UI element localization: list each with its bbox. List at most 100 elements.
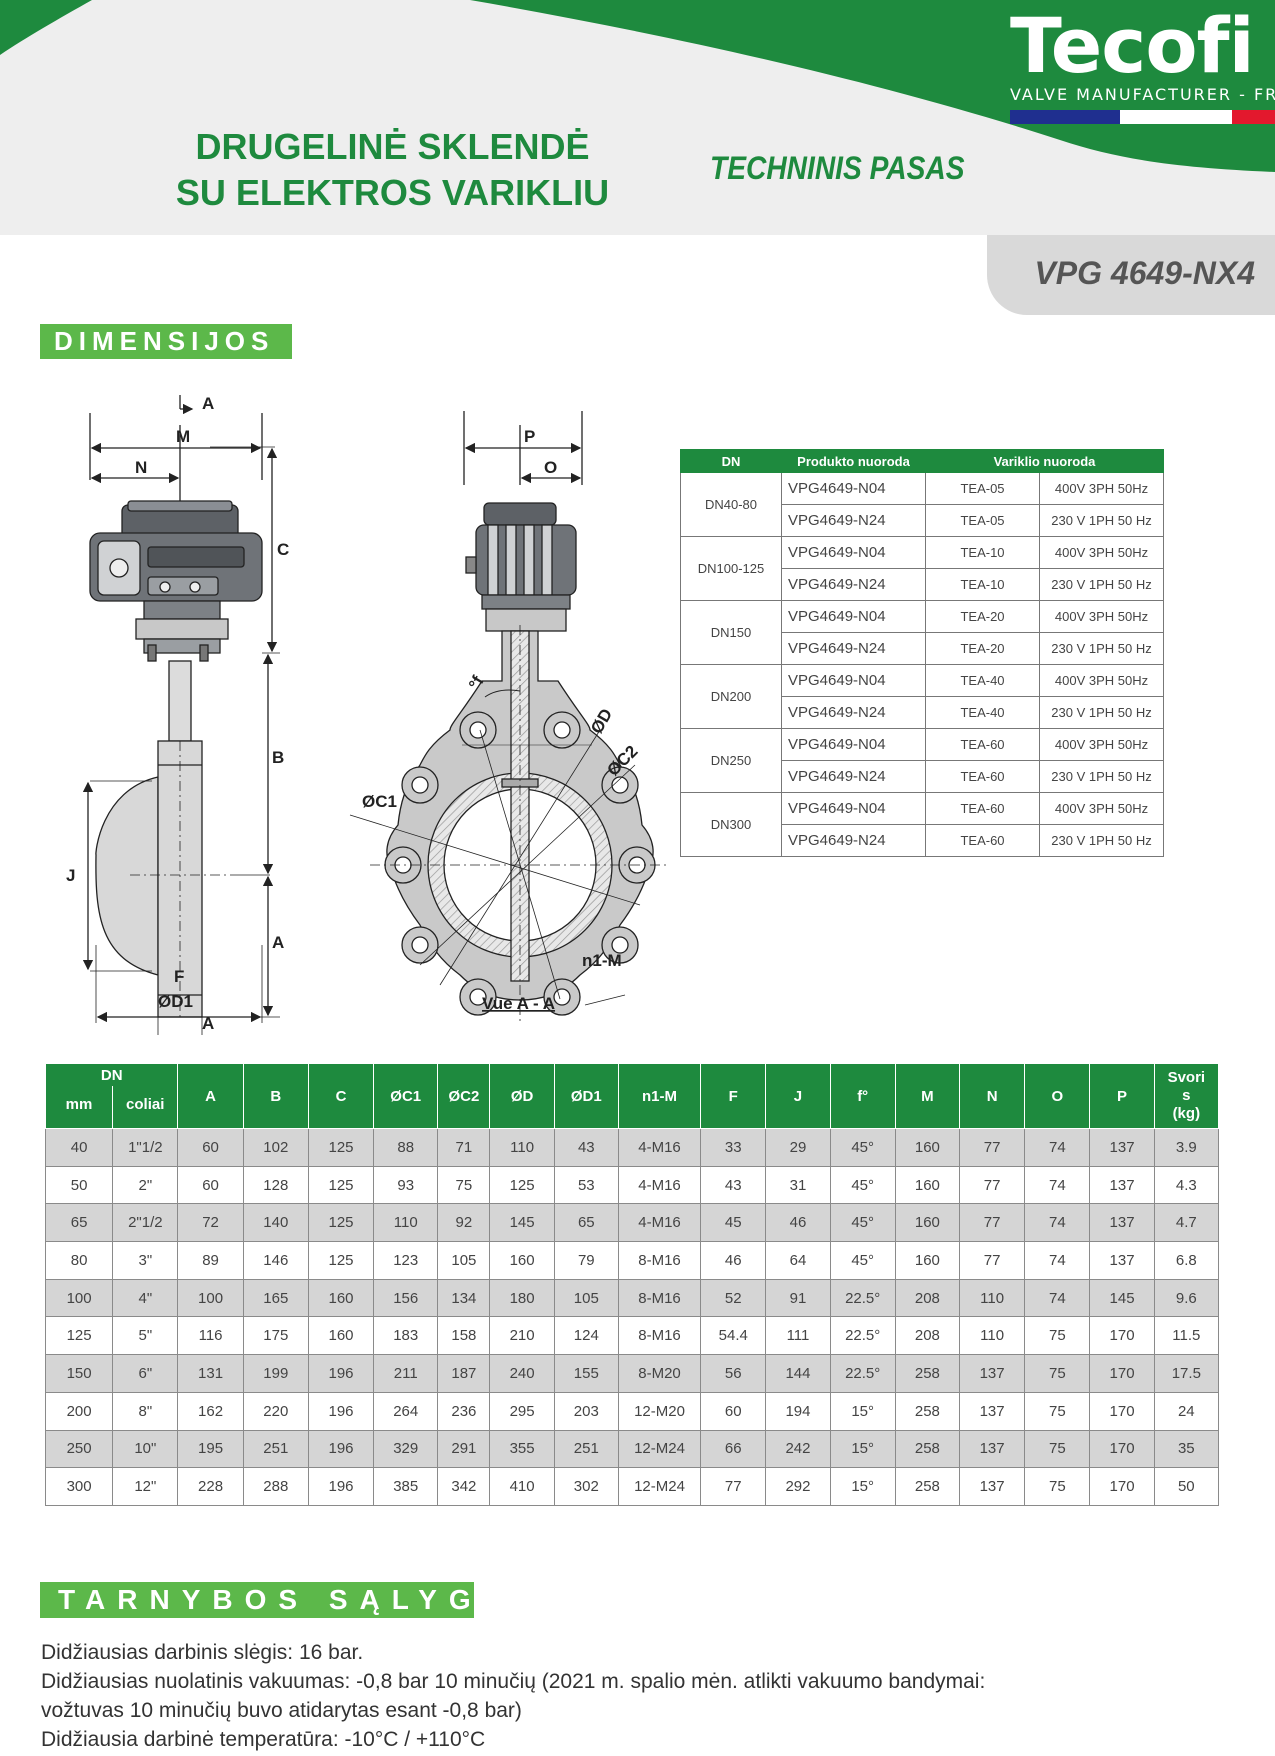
header-mm: mm [46,1086,113,1128]
table-cell: 128 [242,1165,309,1205]
table-cell: 410 [489,1467,555,1506]
table-cell: 116 [177,1316,244,1356]
table-cell: 45 [700,1203,767,1243]
motor-voltage-cell: 230 V 1PH 50 Hz [1039,632,1164,665]
table-cell: 4-M16 [617,1203,702,1243]
table-cell: 80 [44,1241,114,1280]
table-cell: 160 [894,1241,961,1280]
view-caption: Vue A - A [482,994,555,1013]
table-cell: 100 [44,1278,114,1318]
weight-header-part: Svori [1167,1069,1206,1086]
table-cell: 170 [1089,1429,1155,1469]
table-cell: 110 [489,1128,555,1167]
motor-code-cell: TEA-60 [925,792,1040,825]
table-cell: 199 [242,1354,309,1393]
motor-code-cell: TEA-60 [925,824,1040,857]
label-n1M: n1-M [582,951,622,970]
table-cell: 74 [1024,1278,1091,1318]
dim-header-cell: M [894,1063,961,1129]
table-cell: 124 [553,1316,619,1356]
table-cell: 93 [373,1165,439,1205]
table-cell: 123 [373,1241,439,1280]
table-cell: 4-M16 [617,1128,702,1167]
table-cell: 74 [1024,1241,1091,1280]
table-cell: 56 [700,1354,767,1393]
motor-voltage-cell: 400V 3PH 50Hz [1039,728,1164,761]
table-cell: 43 [553,1128,619,1167]
dim-header-cell: N [958,1063,1026,1129]
label-F: F [174,967,184,986]
table-cell: 8" [112,1391,179,1431]
table-cell: 200 [44,1391,114,1431]
dim-header-cell: C [307,1063,375,1129]
table-cell: 74 [1024,1128,1091,1167]
dim-header-cell: J [765,1063,831,1129]
motor-voltage-cell: 230 V 1PH 50 Hz [1039,504,1164,537]
table-cell: 4.7 [1153,1203,1220,1243]
table-cell: 131 [177,1354,244,1393]
table-cell: 160 [307,1278,375,1318]
table-cell: 160 [894,1165,961,1205]
table-cell: 64 [765,1241,831,1280]
table-cell: 89 [177,1241,244,1280]
table-cell: 291 [437,1429,491,1469]
table-cell: 125 [307,1165,375,1205]
table-cell: 79 [553,1241,619,1280]
table-cell: 24 [1153,1391,1220,1431]
table-cell: 46 [765,1203,831,1243]
table-cell: 342 [437,1467,491,1506]
table-cell: 53 [553,1165,619,1205]
motor-code-cell: TEA-20 [925,600,1040,633]
motor-voltage-cell: 230 V 1PH 50 Hz [1039,568,1164,601]
table-cell: 75 [437,1165,491,1205]
table-cell: 150 [44,1354,114,1393]
motor-voltage-cell: 400V 3PH 50Hz [1039,472,1164,505]
table-cell: 72 [177,1203,244,1243]
section-view-drawing [349,411,670,1025]
condition-line: Didžiausia darbinė temperatūra: -10°C / … [41,1728,486,1751]
table-cell: 22.5° [829,1354,896,1393]
table-cell: 15° [829,1429,896,1469]
table-cell: 8-M20 [617,1354,702,1393]
table-cell: 134 [437,1278,491,1318]
table-cell: 75 [1024,1391,1091,1431]
document-title: DRUGELINĖ SKLENDĖ SU ELEKTROS VARIKLIU [150,124,635,216]
condition-line: Didžiausias darbinis slėgis: 16 bar. [41,1641,364,1664]
table-cell: 77 [958,1203,1026,1243]
label-C: C [277,540,289,559]
table-cell: 31 [765,1165,831,1205]
motor-code-cell: TEA-05 [925,504,1040,537]
motor-code-cell: TEA-40 [925,696,1040,729]
table-cell: 258 [894,1391,961,1431]
table-cell: 15° [829,1391,896,1431]
table-cell: 91 [765,1278,831,1318]
table-cell: 170 [1089,1316,1155,1356]
motor-product-cell: VPG4649-N04 [781,536,926,569]
table-cell: 2" [112,1165,179,1205]
table-cell: 385 [373,1467,439,1506]
motor-dn-cell: DN100-125 [680,536,782,601]
table-cell: 162 [177,1391,244,1431]
motor-product-cell: VPG4649-N24 [781,568,926,601]
table-cell: 77 [700,1467,767,1506]
table-cell: 196 [307,1391,375,1431]
weight-header-part: (kg) [1172,1105,1201,1122]
motor-product-cell: VPG4649-N24 [781,696,926,729]
table-cell: 77 [958,1128,1026,1167]
table-cell: 8-M16 [617,1241,702,1280]
table-cell: 65 [44,1203,114,1243]
table-cell: 43 [700,1165,767,1205]
dim-header-cell: P [1089,1063,1155,1129]
table-cell: 2"1/2 [112,1203,179,1243]
dim-header-cell: A [177,1063,244,1129]
table-cell: 170 [1089,1354,1155,1393]
dim-header-cell: ØC2 [437,1063,491,1129]
table-cell: 74 [1024,1203,1091,1243]
